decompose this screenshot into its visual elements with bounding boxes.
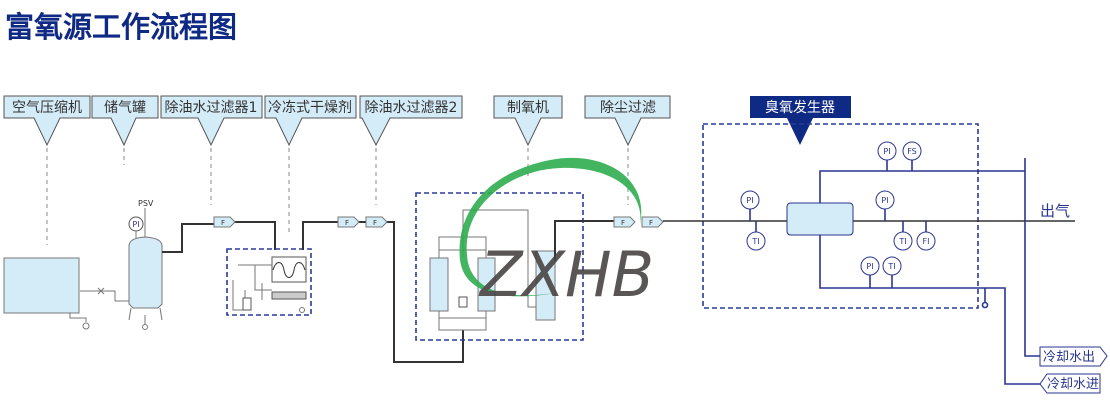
instruments: PI TI PI TI FI PI FS PI TI — [740, 141, 936, 288]
svg-text:储气罐: 储气罐 — [104, 100, 146, 116]
callout-filter2: 除油水过滤器2 — [359, 95, 463, 205]
filter-2a: F — [337, 216, 360, 228]
svg-text:制氧机: 制氧机 — [507, 100, 549, 116]
flow-switch: FS — [902, 141, 922, 171]
svg-text:PSV: PSV — [138, 199, 154, 208]
callout-dust-filter: 除尘过滤 — [584, 95, 671, 205]
filter-1: F — [213, 216, 236, 228]
filter-2b: F — [365, 216, 388, 228]
callout-oxygen: 制氧机 — [493, 95, 563, 180]
svg-text:F: F — [649, 219, 653, 227]
temperature-indicator: TI — [893, 221, 913, 251]
svg-text:FS: FS — [907, 147, 917, 156]
svg-text:TI: TI — [751, 237, 759, 246]
temperature-indicator: TI — [746, 221, 766, 251]
temperature-indicator: TI — [882, 256, 902, 288]
svg-text:TI: TI — [887, 262, 895, 271]
svg-text:PI: PI — [883, 147, 890, 156]
callout-dryer: 冷冻式干燥剂 — [264, 95, 357, 232]
air-storage-tank: PI PSV — [128, 199, 163, 330]
dryer-internals — [232, 256, 307, 313]
cooling-water-in: 冷却水进 — [1039, 373, 1101, 394]
refrigerated-dryer — [226, 248, 312, 316]
gas-outlet-label: 出气 — [1040, 202, 1070, 220]
svg-text:除尘过滤: 除尘过滤 — [600, 100, 656, 116]
svg-text:PI: PI — [881, 196, 888, 205]
svg-text:TI: TI — [898, 237, 906, 246]
svg-text:F: F — [373, 219, 377, 227]
svg-text:空气压缩机: 空气压缩机 — [12, 100, 82, 116]
callout-ozone: 臭氧发生器 — [750, 96, 851, 145]
svg-text:臭氧发生器: 臭氧发生器 — [765, 100, 835, 116]
air-compressor — [3, 257, 80, 314]
svg-text:FI: FI — [923, 237, 930, 246]
pressure-indicator: PI — [877, 141, 897, 171]
pressure-indicator: PI — [875, 190, 895, 221]
svg-text:冷冻式干燥剂: 冷冻式干燥剂 — [268, 99, 352, 116]
callout-tank: 储气罐 — [91, 95, 159, 165]
svg-text:PI: PI — [132, 220, 139, 229]
page-title: 富氧源工作流程图 — [5, 10, 238, 44]
pressure-indicator: PI — [860, 256, 880, 288]
svg-text:F: F — [345, 219, 349, 227]
svg-text:冷却水进: 冷却水进 — [1047, 377, 1099, 392]
pressure-indicator: PI — [740, 190, 760, 221]
valve-icon — [97, 287, 105, 295]
callout-compressor: 空气压缩机 — [3, 95, 91, 245]
dust-filter-a: F — [613, 216, 636, 228]
svg-text:F: F — [621, 219, 625, 227]
callout-filter1: 除油水过滤器1 — [160, 95, 263, 205]
svg-text:PI: PI — [746, 196, 753, 205]
ozone-generator-vessel — [786, 202, 854, 236]
flow-indicator: FI — [916, 221, 936, 251]
svg-text:PI: PI — [866, 262, 873, 271]
svg-text:ZXHB: ZXHB — [478, 238, 654, 311]
svg-text:除油水过滤器1: 除油水过滤器1 — [165, 100, 258, 116]
ozone-generator-boundary — [702, 123, 979, 309]
cooling-water-out: 冷却水出 — [1039, 346, 1108, 367]
svg-text:除油水过滤器2: 除油水过滤器2 — [365, 100, 458, 116]
svg-text:冷却水出: 冷却水出 — [1043, 350, 1095, 365]
svg-text:F: F — [221, 219, 225, 227]
oxygen-generator — [415, 192, 584, 341]
dust-filter-b: F — [641, 216, 664, 228]
zxhb-logo: ZXHB — [459, 157, 654, 311]
